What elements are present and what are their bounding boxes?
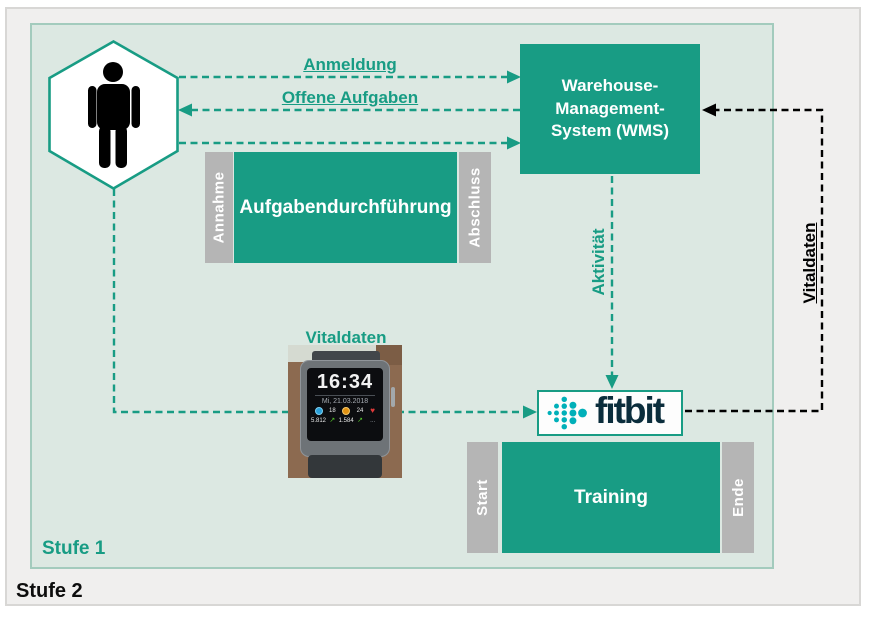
watch-screen: 16:34 Mi, 21.03.2018 18 24 ♥ 5.812 ↗ 1.5… bbox=[307, 368, 383, 441]
trend-up-icon: ↗ bbox=[329, 417, 336, 424]
start-label: Start bbox=[474, 479, 491, 516]
wms-box: Warehouse- Management- System (WMS) bbox=[520, 44, 700, 174]
abschluss-tab: Abschluss bbox=[459, 152, 491, 263]
steps-icon bbox=[314, 407, 323, 415]
anmeldung-label: Anmeldung bbox=[303, 55, 397, 74]
fitbit-dots-icon bbox=[547, 396, 587, 430]
fitbit-watch-photo: 16:34 Mi, 21.03.2018 18 24 ♥ 5.812 ↗ 1.5… bbox=[288, 345, 402, 478]
watch-calories-count: 1.584 bbox=[338, 417, 354, 424]
actor-hexagon bbox=[48, 40, 179, 191]
trend-up-icon2: ↗ bbox=[357, 417, 363, 424]
offene-aufgaben-label: Offene Aufgaben bbox=[281, 88, 419, 107]
fitbit-box: fitbit bbox=[537, 390, 683, 436]
ende-label: Ende bbox=[729, 478, 747, 517]
watch-stat-18: 18 bbox=[329, 408, 336, 414]
training-box: Training bbox=[502, 442, 720, 553]
vitaldaten-watch-label: Vitaldaten bbox=[305, 328, 387, 347]
aktivitaet-label: Aktivität bbox=[589, 228, 608, 296]
person-icon bbox=[88, 62, 140, 168]
start-tab: Start bbox=[467, 442, 498, 553]
annahme-label: Annahme bbox=[210, 171, 228, 244]
watch-time: 16:34 bbox=[316, 371, 374, 393]
watch-steps-count: 5.812 bbox=[311, 417, 327, 424]
stufe2-label: Stufe 2 bbox=[16, 580, 83, 602]
stufe1-label: Stufe 1 bbox=[42, 538, 106, 559]
watch-more: ... bbox=[370, 417, 376, 424]
annahme-tab: Annahme bbox=[205, 152, 233, 263]
vitaldaten-feedback-label: Vitaldaten bbox=[800, 222, 819, 304]
abschluss-label: Abschluss bbox=[466, 167, 484, 248]
watch-date: Mi, 21.03.2018 bbox=[315, 395, 375, 405]
watch-stat-24: 24 bbox=[356, 408, 364, 414]
watch-band-bottom bbox=[308, 455, 382, 478]
watch-button bbox=[391, 387, 395, 407]
flame-icon bbox=[342, 407, 351, 415]
aufgabendurchfuehrung-box: Aufgabendurchführung bbox=[234, 152, 457, 263]
ende-tab: Ende bbox=[722, 442, 754, 553]
fitbit-wordmark: fitbit bbox=[595, 390, 665, 431]
heart-icon: ♥ bbox=[370, 406, 376, 415]
